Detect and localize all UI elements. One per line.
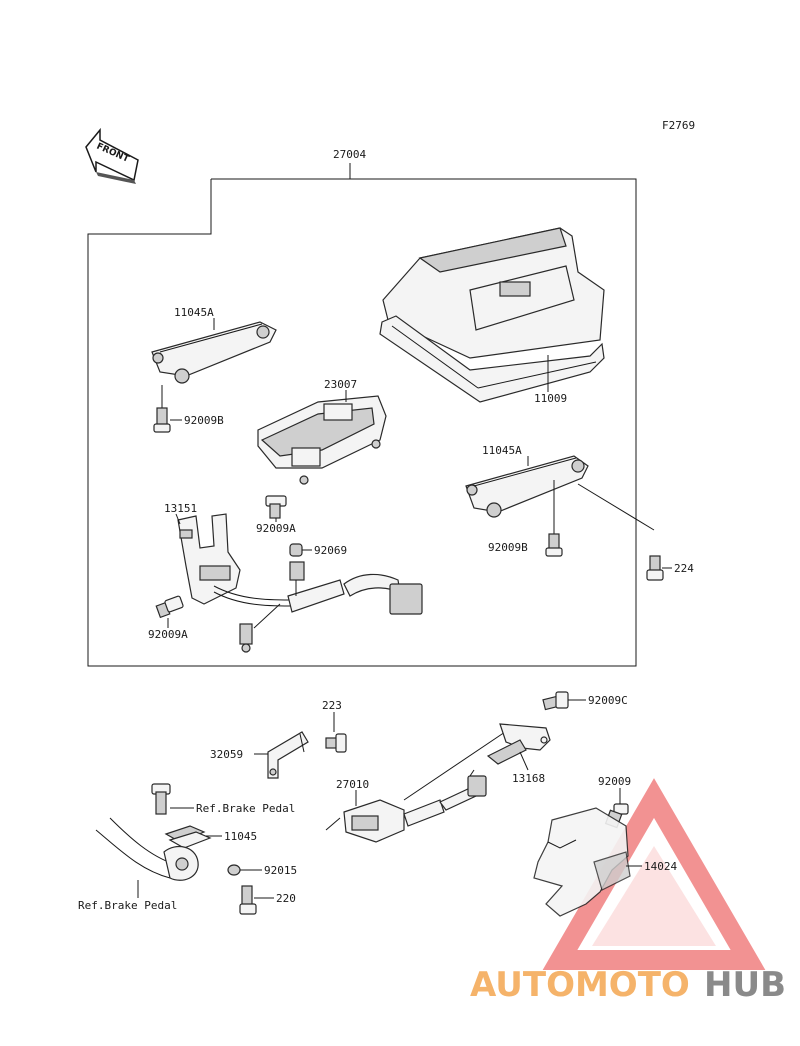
brake-pedal-ref <box>95 817 199 881</box>
label-ref-brake-pedal-lower: Ref.Brake Pedal <box>78 899 177 912</box>
cover-14024 <box>533 807 631 917</box>
bolt-92009a-center <box>265 495 287 519</box>
bolt-92009b-left <box>153 385 171 433</box>
figure-code: F2769 <box>662 119 695 132</box>
grommet-92069 <box>289 543 303 557</box>
label-92009b-left: 92009B <box>184 414 224 427</box>
bolt-220 <box>239 885 257 915</box>
label-92015: 92015 <box>264 864 297 877</box>
bracket-11045 <box>164 825 212 849</box>
label-27004: 27004 <box>333 148 366 161</box>
bolt-223 <box>325 733 347 753</box>
label-14024: 14024 <box>644 860 677 873</box>
switch-13151 <box>177 513 241 605</box>
bolt-92009c <box>542 691 569 711</box>
bracket-right <box>465 455 589 518</box>
assembly-outline <box>87 163 637 667</box>
screw-224 <box>646 555 664 581</box>
label-13168: 13168 <box>512 772 545 785</box>
cover-23007 <box>257 395 387 485</box>
label-11045a-right: 11045A <box>482 444 522 457</box>
bracket-32059 <box>267 731 309 779</box>
label-220: 220 <box>276 892 296 905</box>
label-92009: 92009 <box>598 775 631 788</box>
label-92069: 92069 <box>314 544 347 557</box>
label-223: 223 <box>322 699 342 712</box>
label-11045: 11045 <box>224 830 257 843</box>
meter-case <box>379 227 605 403</box>
nut-92015 <box>227 864 241 876</box>
label-92009a-center: 92009A <box>256 522 296 535</box>
label-11045a-top: 11045A <box>174 306 214 319</box>
label-ref-brake-pedal-upper: Ref.Brake Pedal <box>196 802 295 815</box>
wire-harness <box>213 561 423 653</box>
label-32059: 32059 <box>210 748 243 761</box>
label-11009: 11009 <box>534 392 567 405</box>
bolt-92009b-right <box>545 480 563 557</box>
label-23007: 23007 <box>324 378 357 391</box>
label-92009c: 92009C <box>588 694 628 707</box>
label-224: 224 <box>674 562 694 575</box>
bracket-13168 <box>486 723 551 765</box>
front-arrow-icon: FRONT <box>85 127 139 184</box>
label-27010: 27010 <box>336 778 369 791</box>
bolt-ref-brake-pedal <box>151 783 171 815</box>
label-92009a-lower: 92009A <box>148 628 188 641</box>
bracket-top-left <box>151 321 277 384</box>
label-13151: 13151 <box>164 502 197 515</box>
label-92009b-right: 92009B <box>488 541 528 554</box>
bolt-92009a-lower <box>155 595 184 619</box>
watermark-automoto: AUTOMOTO <box>470 965 690 1005</box>
switch-27010 <box>343 769 487 843</box>
watermark-hub: HUB <box>704 965 786 1005</box>
